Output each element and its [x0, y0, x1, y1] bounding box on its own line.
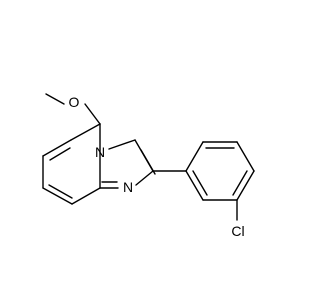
bond-ph4-ph5	[236, 170, 255, 201]
bond-n4-c3	[108, 139, 136, 150]
bond-c8-c7	[42, 187, 73, 205]
bond-double-c5-c6	[49, 147, 71, 161]
bond-c2-n1	[135, 170, 154, 186]
chlorine-label: Cl	[231, 223, 244, 239]
bond-oxygen-c5	[84, 103, 101, 125]
oxygen-label: O	[69, 94, 80, 110]
bond-c8a-c8	[71, 187, 101, 205]
bridgehead-nitrogen-label: N	[95, 144, 105, 160]
bond-double-ph6-ph1	[192, 170, 208, 196]
bond-double-c7-c8	[48, 184, 73, 199]
imidazole-nitrogen-label: N	[123, 179, 133, 195]
bond-ph1-ph2	[185, 141, 204, 172]
bond-ph6-ph1	[185, 170, 204, 201]
bond-methyl-oxygen	[45, 93, 65, 105]
bond-c6-c5	[42, 139, 72, 157]
bond-double-c3-c2	[140, 149, 156, 175]
bond-double-ph4-ph5	[232, 170, 248, 196]
molecule-structure: O N N Cl	[42, 93, 255, 239]
bond-c5-c5b	[70, 123, 101, 141]
bond-ph3-ph4	[236, 141, 255, 172]
